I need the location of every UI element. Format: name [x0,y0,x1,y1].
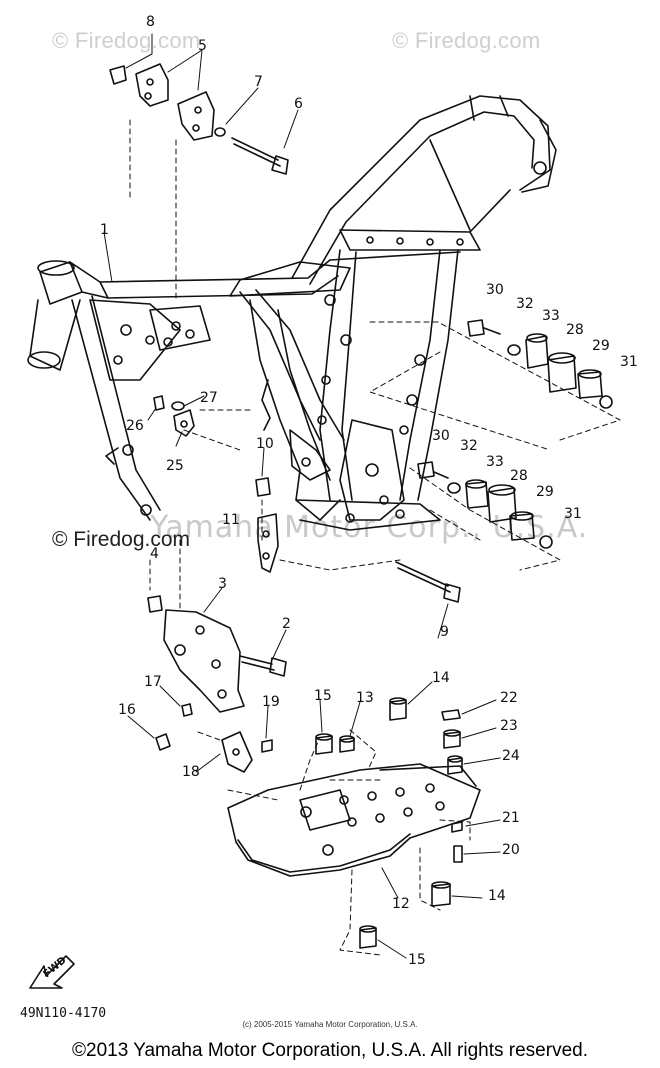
callout-16: 16 [118,702,136,718]
clamp-parts [153,395,195,437]
callout-33-b: 33 [486,454,504,470]
footer-copyright: ©2013 Yamaha Motor Corporation, U.S.A. A… [72,1040,588,1061]
callout-5: 5 [198,38,207,54]
callout-32-b: 32 [460,438,478,454]
callout-19: 19 [262,694,280,710]
callout-10: 10 [256,436,274,452]
callout-31-a: 31 [620,354,638,370]
callout-29-a: 29 [592,338,610,354]
callout-27: 27 [200,390,218,406]
callout-21: 21 [502,810,520,826]
callout-30-a: 30 [486,282,504,298]
bushing-set-lower [417,461,553,549]
callout-4: 4 [150,546,159,562]
callout-32-a: 32 [516,296,534,312]
callout-11: 11 [222,512,240,528]
small-copyright: (c) 2005-2015 Yamaha Motor Corporation, … [242,1020,418,1029]
callout-1: 1 [100,222,109,238]
bushing-set-upper [467,319,613,409]
callout-33-a: 33 [542,308,560,324]
callout-17: 17 [144,674,162,690]
callout-14-a: 14 [432,670,450,686]
callout-7: 7 [254,74,263,90]
callout-29-b: 29 [536,484,554,500]
callout-3: 3 [218,576,227,592]
callout-15-a: 15 [314,688,332,704]
callout-25: 25 [166,458,184,474]
callout-20: 20 [502,842,520,858]
mount-parts [255,477,461,603]
callout-15-b: 15 [408,952,426,968]
callout-28-b: 28 [510,468,528,484]
callout-31-b: 31 [564,506,582,522]
callout-26: 26 [126,418,144,434]
callout-9: 9 [440,624,449,640]
rubber-mounts [315,697,463,949]
callout-8: 8 [146,14,155,30]
forward-arrow-icon [29,955,75,989]
bracket-5-parts [109,63,289,175]
motorcycle-frame [27,95,557,531]
watermark-top-left: © Firedog.com [52,28,201,53]
callout-28-a: 28 [566,322,584,338]
watermark-top-right: © Firedog.com [392,28,541,53]
callout-12: 12 [392,896,410,912]
callout-22: 22 [500,690,518,706]
callout-24: 24 [502,748,520,764]
callout-13: 13 [356,690,374,706]
watermark-middle-left: © Firedog.com [52,528,191,551]
callout-30-b: 30 [432,428,450,444]
leader-lines [129,119,621,956]
diagram-part-code: 49N110-4170 [20,1006,107,1021]
skid-plate [227,763,481,877]
callout-14-b: 14 [488,888,506,904]
callout-6: 6 [294,96,303,112]
callout-18: 18 [182,764,200,780]
callout-ticks [103,33,501,959]
callout-2: 2 [282,616,291,632]
bracket-3 [147,595,287,773]
callout-23: 23 [500,718,518,734]
